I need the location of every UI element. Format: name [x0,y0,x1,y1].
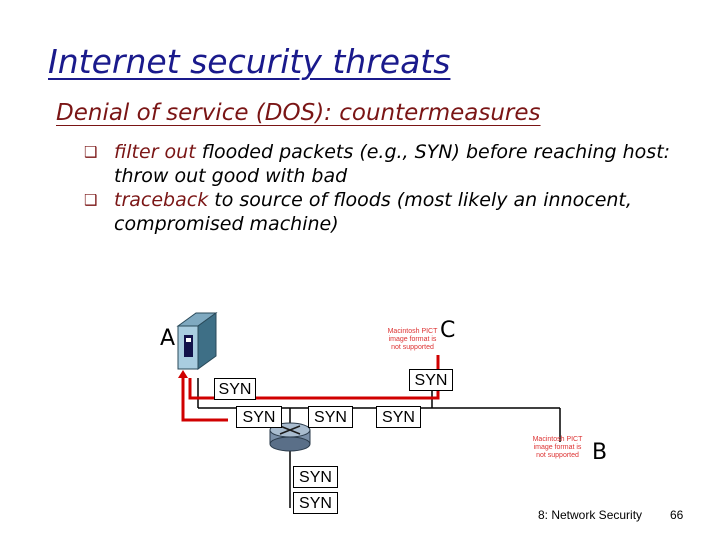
node-c-label: C [440,318,456,343]
syn-packet: SYN [376,406,421,428]
slide-title: Internet security threats [48,42,451,81]
bullet-keyword: traceback [114,189,209,211]
server-icon [176,312,218,370]
syn-packet: SYN [409,369,453,391]
slide-subtitle: Denial of service (DOS): countermeasures [56,100,541,126]
syn-packet: SYN [236,406,282,428]
bullet-marker-icon: ❑ [84,191,98,209]
syn-packet: SYN [293,492,338,514]
arrow-head-icon [178,370,188,378]
bullet-text: to source of floods (most likely an inno… [114,189,632,235]
node-b-label: B [592,440,608,465]
host-b-image-placeholder: Macintosh PICT image format is not suppo… [532,436,583,459]
node-a-label: A [160,326,176,351]
host-c-image-placeholder: Macintosh PICT image format is not suppo… [387,328,438,351]
traceback-path [181,376,228,422]
bullet-text: flooded packets (e.g., SYN) before reach… [114,141,671,187]
syn-packet: SYN [308,406,353,428]
bullet-keyword: filter out [114,141,196,163]
bullet-marker-icon: ❑ [84,143,98,161]
syn-packet: SYN [293,466,338,488]
syn-packet: SYN [214,378,256,400]
footer-page-number: 66 [670,508,684,522]
bullet-traceback: ❑ traceback to source of floods (most li… [84,188,684,236]
footer-section-label: 8: Network Security [538,508,643,522]
bullet-filter-out: ❑ filter out flooded packets (e.g., SYN)… [84,140,684,188]
bullet-list: ❑ filter out flooded packets (e.g., SYN)… [84,140,684,236]
